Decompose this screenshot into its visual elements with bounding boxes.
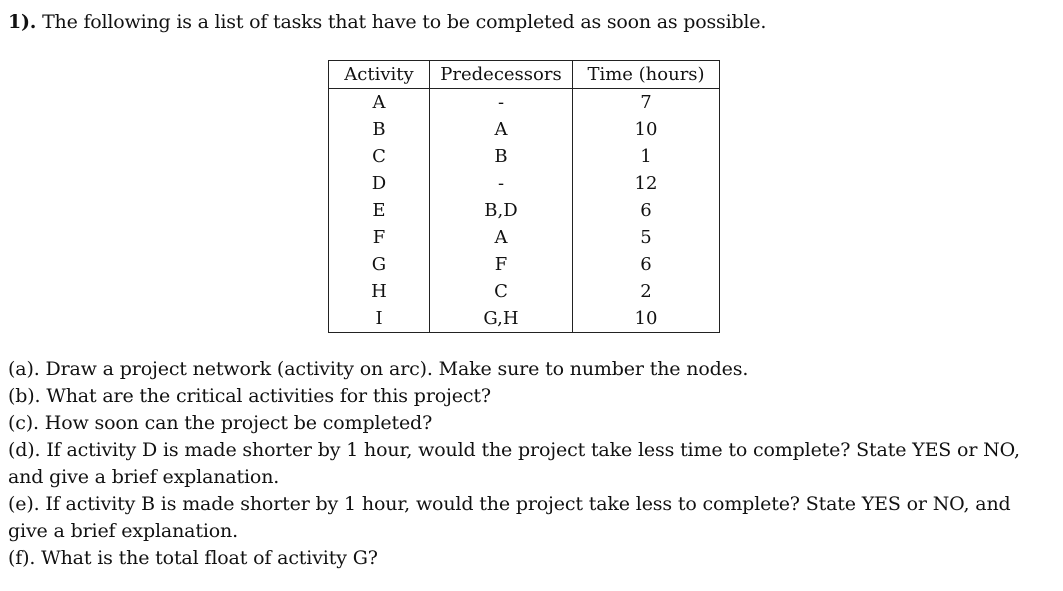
time-cell: 6	[572, 251, 720, 278]
header-predecessors: Predecessors	[429, 60, 573, 89]
table-row: I G,H 10	[328, 305, 720, 333]
predecessors-cell: G,H	[429, 305, 573, 333]
table-row: B A 10	[328, 116, 720, 143]
activity-cell: F	[328, 224, 430, 251]
time-cell: 2	[572, 278, 720, 305]
question-f: (f). What is the total float of activity…	[8, 547, 378, 569]
header-time: Time (hours)	[572, 60, 720, 89]
problem-statement: The following is a list of tasks that ha…	[42, 11, 767, 33]
question-d: (d). If activity D is made shorter by 1 …	[8, 439, 1020, 488]
predecessors-cell: -	[429, 170, 573, 197]
activity-cell: B	[328, 116, 430, 143]
predecessors-cell: B,D	[429, 197, 573, 224]
question-b: (b). What are the critical activities fo…	[8, 385, 491, 407]
question-c: (c). How soon can the project be complet…	[8, 412, 433, 434]
predecessors-cell: C	[429, 278, 573, 305]
table-row: C B 1	[328, 143, 720, 170]
time-cell: 10	[572, 116, 720, 143]
time-cell: 6	[572, 197, 720, 224]
predecessors-cell: F	[429, 251, 573, 278]
predecessors-cell: A	[429, 224, 573, 251]
question-a: (a). Draw a project network (activity on…	[8, 358, 749, 380]
activity-cell: E	[328, 197, 430, 224]
time-cell: 5	[572, 224, 720, 251]
activity-cell: G	[328, 251, 430, 278]
activity-cell: H	[328, 278, 430, 305]
table-row: F A 5	[328, 224, 720, 251]
predecessors-cell: B	[429, 143, 573, 170]
activity-cell: I	[328, 305, 430, 333]
problem-intro: 1). The following is a list of tasks tha…	[8, 8, 766, 36]
header-activity: Activity	[328, 60, 430, 89]
table-header-row: Activity Predecessors Time (hours)	[328, 60, 720, 89]
time-cell: 7	[572, 88, 720, 116]
activity-cell: C	[328, 143, 430, 170]
time-cell: 1	[572, 143, 720, 170]
table-row: D - 12	[328, 170, 720, 197]
question-list: (a). Draw a project network (activity on…	[8, 356, 1056, 572]
activity-cell: D	[328, 170, 430, 197]
table-row: E B,D 6	[328, 197, 720, 224]
time-cell: 10	[572, 305, 720, 333]
problem-number: 1).	[8, 11, 37, 33]
table-row: H C 2	[328, 278, 720, 305]
time-cell: 12	[572, 170, 720, 197]
table-row: A - 7	[328, 88, 720, 116]
predecessors-cell: -	[429, 88, 573, 116]
predecessors-cell: A	[429, 116, 573, 143]
question-e: (e). If activity B is made shorter by 1 …	[8, 493, 1011, 542]
task-table: Activity Predecessors Time (hours) A - 7…	[328, 60, 720, 333]
table-row: G F 6	[328, 251, 720, 278]
activity-cell: A	[328, 88, 430, 116]
